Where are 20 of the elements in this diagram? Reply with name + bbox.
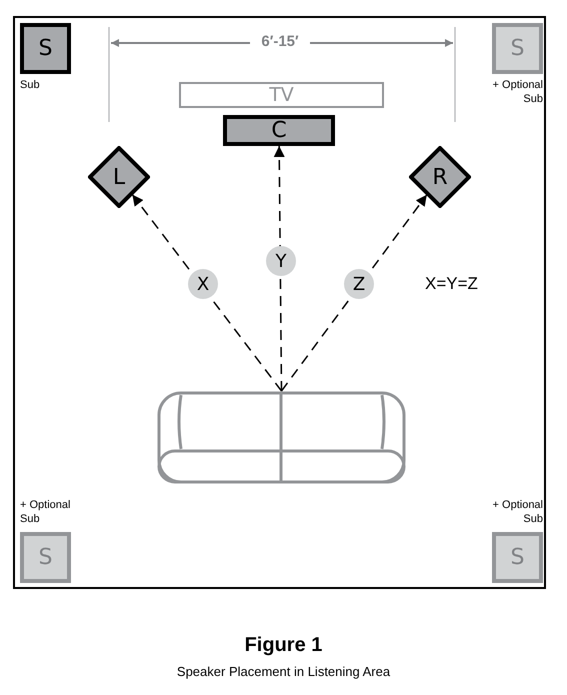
speaker-caption: + Optional Sub [492,78,543,106]
speaker-caption: Sub [20,78,41,92]
speaker-diamond: L [88,146,150,208]
speaker-box: S [492,23,543,74]
speaker-box: S [20,23,71,74]
speaker-caption: + Optional Sub [492,498,543,526]
speaker-box: C [223,115,335,146]
tv-box: TV [179,82,384,108]
speaker-caption: + Optional Sub [20,498,72,526]
edge-label: X [188,269,218,299]
speaker-box: S [492,532,543,583]
equation-label: X=Y=Z [425,274,479,294]
sofa-drawing [157,391,406,484]
edge-label: Z [344,269,374,299]
speaker-box: S [20,532,71,583]
arrow [274,146,285,391]
edge-label: Y [266,246,296,276]
speaker-diamond: R [409,146,471,208]
figure-caption: Speaker Placement in Listening Area [176,664,392,679]
figure-title: Figure 1 [244,634,324,657]
